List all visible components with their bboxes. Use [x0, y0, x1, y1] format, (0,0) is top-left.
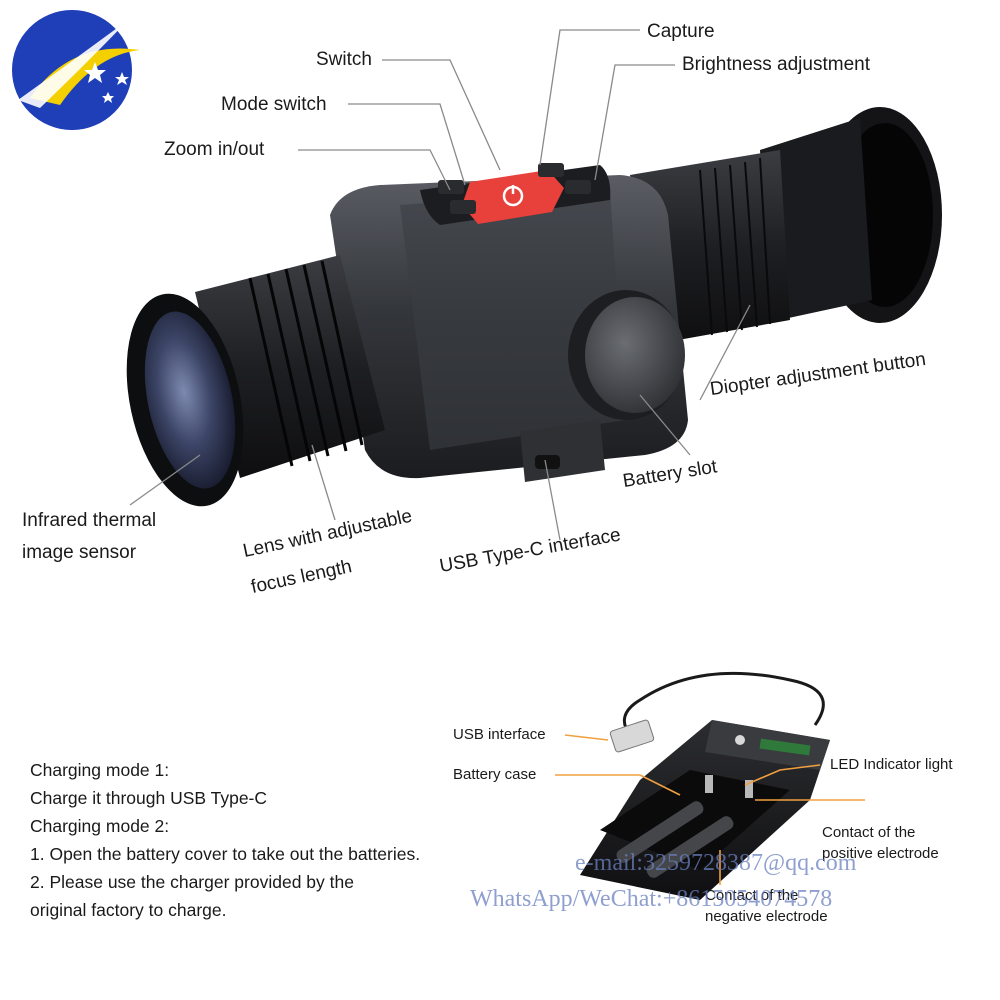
- label-sensor-line2: image sensor: [22, 542, 137, 563]
- instruction-line: 2. Please use the charger provided by th…: [30, 872, 354, 892]
- label-mode-switch: Mode switch: [221, 94, 327, 115]
- watermark-email: e-mail:3259728387@qq.com: [575, 850, 857, 876]
- instruction-line: Charging mode 2:: [30, 816, 170, 836]
- charging-instructions: Charging mode 1: Charge it through USB T…: [30, 756, 420, 924]
- instruction-line: 1. Open the battery cover to take out th…: [30, 844, 421, 864]
- label-sensor-line1: Infrared thermal: [22, 510, 157, 531]
- instruction-line: Charging mode 1:: [30, 760, 170, 780]
- leader-lines: [129, 29, 751, 541]
- label-switch: Switch: [316, 49, 372, 70]
- label-brightness: Brightness adjustment: [682, 54, 870, 75]
- label-positive-line2: positive electrode: [822, 845, 939, 862]
- label-capture: Capture: [647, 21, 715, 42]
- thermal-scope-illustration: [126, 107, 942, 507]
- label-led-indicator: LED Indicator light: [830, 756, 953, 773]
- brand-logo-icon: [12, 10, 140, 130]
- label-battery-case: Battery case: [453, 766, 537, 783]
- charger-leader-lines: [555, 734, 865, 885]
- label-positive-line1: Contact of the: [822, 824, 916, 841]
- watermark-contact: WhatsApp/WeChat:+8615054074578: [470, 886, 833, 912]
- battery-charger-illustration: [580, 671, 830, 900]
- label-zoom: Zoom in/out: [164, 139, 265, 160]
- label-negative-line1: Contact of the: [705, 887, 799, 904]
- label-usb-interface: USB interface: [453, 726, 546, 743]
- instruction-line: original factory to charge.: [30, 900, 227, 920]
- instruction-line: Charge it through USB Type-C: [30, 788, 268, 808]
- label-negative-line2: negative electrode: [705, 908, 828, 925]
